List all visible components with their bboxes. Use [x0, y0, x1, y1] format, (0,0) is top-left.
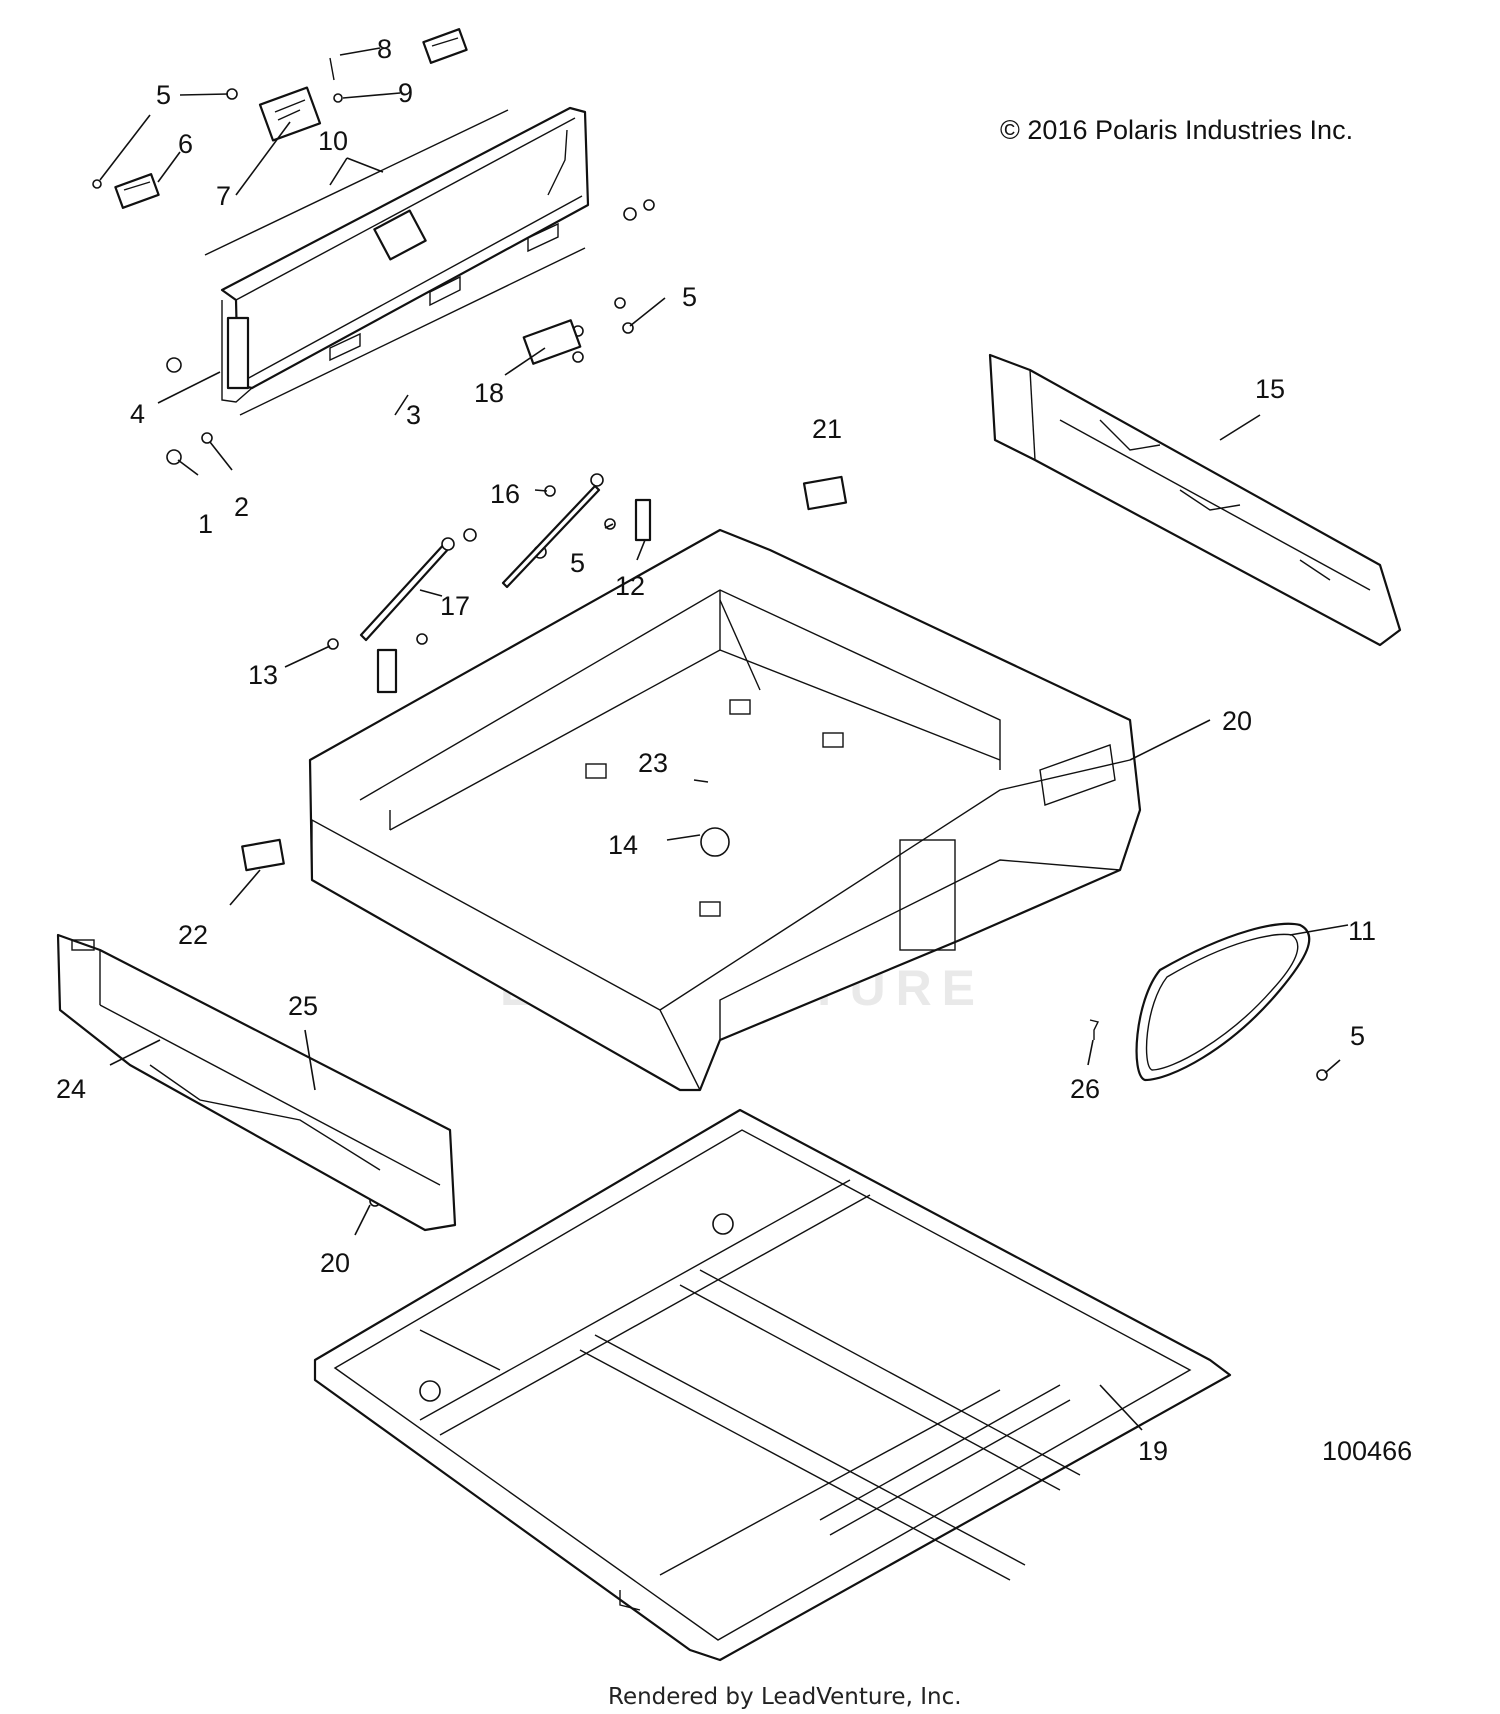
callout-5: 5 [570, 548, 585, 578]
bracket-12 [634, 498, 652, 542]
callout-3: 3 [406, 400, 421, 430]
copyright-text: © 2016 Polaris Industries Inc. [1000, 115, 1353, 145]
callout-8: 8 [377, 34, 392, 64]
trim-cover-11 [1135, 922, 1311, 1082]
callout-labels: 5 6 7 8 9 10 5 18 3 4 1 2 16 5 12 17 13 … [56, 34, 1376, 1466]
cargo-box-19 [308, 528, 1142, 1092]
side-panel-22 [56, 933, 457, 1232]
callout-11: 11 [1348, 916, 1376, 946]
footer-credit: Rendered by LeadVenture, Inc. [608, 1684, 962, 1710]
callout-5: 5 [156, 80, 171, 110]
latch-handle-upper [422, 28, 468, 64]
callout-22: 24 [56, 1074, 86, 1104]
diagram-number: 100466 [1322, 1436, 1412, 1466]
latch-handle-6 [114, 173, 160, 209]
callout-1: 1 [198, 509, 213, 539]
callout-15: 15 [1255, 374, 1285, 404]
callout-23: 19 [1138, 1436, 1168, 1466]
decal-20-lower [241, 838, 285, 872]
bracket-lower [376, 648, 398, 694]
side-panel-15 [988, 353, 1402, 647]
callout-16: 16 [490, 479, 520, 509]
tailgate-cable-3 [239, 247, 586, 416]
callout-7: 7 [216, 181, 231, 211]
callout-17: 17 [440, 591, 470, 621]
callout-5: 5 [682, 282, 697, 312]
callout-19: 20 [1222, 706, 1252, 736]
callout-14: 14 [608, 830, 638, 860]
callout-6: 6 [178, 129, 193, 159]
callout-13: 13 [248, 660, 278, 690]
callout-24: 25 [288, 991, 318, 1021]
callout-26: 26 [1070, 1074, 1100, 1104]
support-straps [359, 473, 604, 642]
callout-2: 2 [234, 492, 249, 522]
frame-23 [313, 1108, 1232, 1662]
callout-20: 22 [178, 920, 208, 950]
callout-21: 23 [638, 748, 668, 778]
callout-5: 5 [1350, 1021, 1365, 1051]
callout-25: 20 [320, 1248, 350, 1278]
decal-20-upper [802, 475, 848, 511]
clip-26 [1089, 1019, 1100, 1040]
callout-12: 12 [615, 571, 645, 601]
callout-10: 10 [318, 126, 348, 156]
callout-20: 21 [812, 414, 842, 444]
callout-9: 9 [398, 78, 413, 108]
callout-18: 18 [474, 378, 504, 408]
leader-lines [99, 47, 1349, 1431]
callout-4: 4 [130, 399, 145, 429]
tailgate-panel [220, 106, 590, 403]
tailgate-rod-10 [204, 109, 509, 256]
latch-handle-7 [258, 86, 322, 142]
